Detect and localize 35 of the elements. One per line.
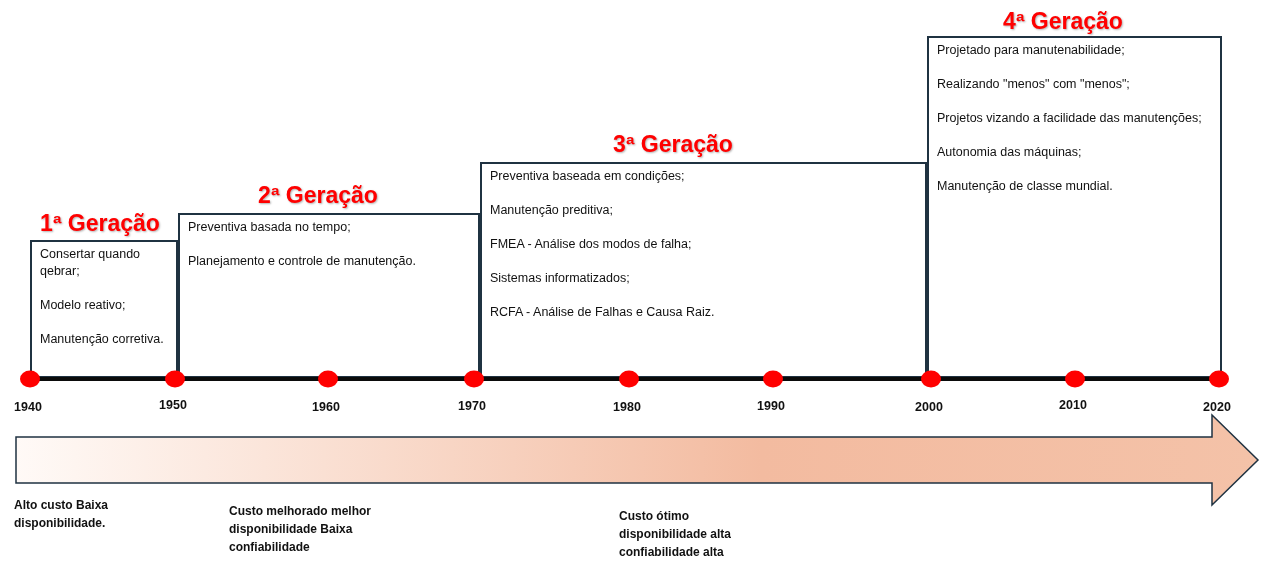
generation-box	[927, 36, 1222, 378]
item-text: Preventiva baseada em condições;	[490, 168, 686, 185]
generation-box	[480, 162, 927, 378]
generation-box	[178, 213, 480, 378]
item-text: Projetado para manutenabilidade;	[937, 42, 1126, 59]
item-text: Modelo reativo;	[40, 297, 127, 314]
note-text: Alto custo Baixa disponibilidade.	[14, 497, 110, 532]
item-text: Realizando "menos" com "menos";	[937, 76, 1131, 93]
item-text: Sistemas informatizados;	[490, 270, 631, 287]
year-label: 1950	[159, 397, 187, 414]
year-label: 1990	[757, 398, 785, 415]
item-text: Consertar quando qebrar;	[40, 246, 142, 280]
item-text: RCFA - Análise de Falhas e Causa Raiz.	[490, 304, 716, 321]
generation-heading: 1ª Geração	[40, 209, 160, 238]
year-label: 1980	[613, 399, 641, 416]
year-label: 2020	[1203, 399, 1231, 416]
note-text: Custo melhorado melhor disponibilidade Baixa confiabilidade	[229, 503, 372, 556]
generation-heading: 3ª Geração	[613, 130, 733, 159]
generation-heading: 4ª Geração	[1003, 7, 1123, 36]
year-label: 1940	[14, 399, 42, 416]
year-label: 2000	[915, 399, 943, 416]
note-text: Custo ótimo disponibilidade alta confiabilidade alta	[619, 508, 732, 561]
item-text: Autonomia das máquinas;	[937, 144, 1083, 161]
year-label: 2010	[1059, 397, 1087, 414]
item-text: Projetos vizando a facilidade das manutenções;	[937, 110, 1203, 127]
year-label: 1970	[458, 398, 486, 415]
item-text: Planejamento e controle de manutenção.	[188, 253, 417, 270]
item-text: Preventiva basada no tempo;	[188, 219, 352, 236]
item-text: Manutenção corretiva.	[40, 331, 165, 348]
year-label: 1960	[312, 399, 340, 416]
generation-heading: 2ª Geração	[258, 181, 378, 210]
item-text: Manutenção preditiva;	[490, 202, 614, 219]
item-text: Manutenção de classe mundial.	[937, 178, 1114, 195]
item-text: FMEA - Análise dos modos de falha;	[490, 236, 693, 253]
generation-box	[30, 240, 178, 378]
